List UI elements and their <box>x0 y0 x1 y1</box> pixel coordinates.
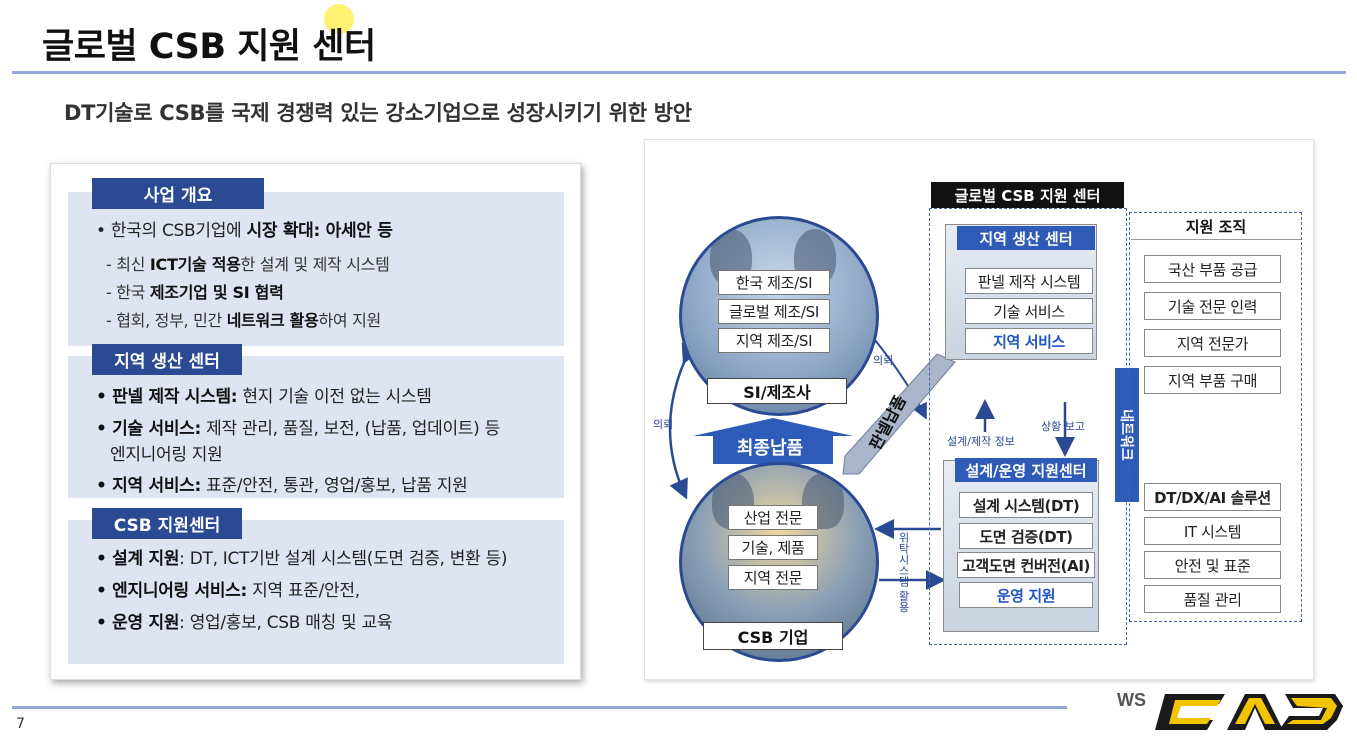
csb-tag-industry: 산업 전문 <box>728 505 818 530</box>
overview-sub-2: - 한국 제조기업 및 SI 협력 <box>106 283 284 302</box>
tech-service-item: 기술 서비스 <box>965 298 1093 324</box>
csb-item-2: • 엔지니어링 서비스: 지역 표준/안전, <box>96 581 360 601</box>
page-title: 글로벌 CSB 지원 센터 <box>42 27 376 67</box>
support-center-title: 글로벌 CSB 지원 센터 <box>931 182 1124 208</box>
overview-sub-3: - 협회, 정부, 민간 네트워크 활용하여 지원 <box>106 311 381 330</box>
drawing-conversion-item: 고객도면 컨버전(AI) <box>957 552 1095 578</box>
regional-section: • 판넬 제작 시스템: 현지 기술 이전 없는 시스템 • 기술 서비스: 제… <box>68 356 564 498</box>
wscad-logo: WS <box>1117 690 1343 730</box>
csb-item-1: • 설계 지원: DT, ICT기반 설계 시스템(도면 검증, 변환 등) <box>96 549 508 569</box>
regional-item-1: • 판넬 제작 시스템: 현지 기술 이전 없는 시스템 <box>96 387 432 407</box>
business-summary-panel: • 한국의 CSB기업에 시장 확대: 아세안 등 - 최신 ICT기술 적용한… <box>50 163 581 680</box>
support-item-quality: 품질 관리 <box>1144 585 1281 613</box>
support-org-heading: 지원 조직 <box>1131 214 1301 240</box>
panel-system-item: 판넬 제작 시스템 <box>965 268 1093 294</box>
commission-text: 위탁 <box>897 532 910 554</box>
regional-production-heading: 지역 생산 센터 <box>957 226 1095 250</box>
cursor-highlight <box>324 4 354 34</box>
logo-ws-text: WS <box>1117 690 1146 710</box>
si-manufacturer-label: SI/제조사 <box>707 378 847 404</box>
support-center-diagram: 의뢰 의뢰 설계/제작 정보 상황 보고 위탁 시스템 활용 한국 제조/SI … <box>644 139 1314 680</box>
system-use-text: 시스템 활용 <box>897 554 910 613</box>
regional-heading: 지역 생산 센터 <box>92 344 242 375</box>
title-divider <box>12 71 1346 74</box>
support-item-regional-experts: 지역 전문가 <box>1144 329 1281 357</box>
page-subtitle: DT기술로 CSB를 국제 경쟁력 있는 강소기업으로 성장시키기 위한 방안 <box>64 101 692 125</box>
diagram-arrows <box>668 339 1075 590</box>
support-item-parts-supply: 국산 부품 공급 <box>1144 255 1281 283</box>
csb-item-3: • 운영 지원: 영업/홍보, CSB 매칭 및 교육 <box>96 613 393 633</box>
design-ops-heading: 설계/운영 지원센터 <box>955 458 1097 482</box>
support-item-safety-standards: 안전 및 표준 <box>1144 551 1281 579</box>
csb-heading: CSB 지원센터 <box>92 508 242 539</box>
si-tag-korea: 한국 제조/SI <box>718 270 830 295</box>
status-report-text: 상황 보고 <box>1041 420 1085 433</box>
csb-company-label: CSB 기업 <box>703 622 843 650</box>
csb-section: • 설계 지원: DT, ICT기반 설계 시스템(도면 검증, 변환 등) •… <box>68 520 564 664</box>
regional-item-2: • 기술 서비스: 제작 관리, 품질, 보전, (납품, 업데이트) 등 <box>96 419 500 439</box>
regional-item-2-cont: 엔지니어링 지원 <box>110 445 223 465</box>
request-left-text: 의뢰 <box>653 418 674 431</box>
support-org-frame: 지원 조직 국산 부품 공급 기술 전문 인력 지역 전문가 지역 부품 구매 … <box>1129 212 1302 622</box>
support-item-tech-experts: 기술 전문 인력 <box>1144 292 1281 320</box>
support-item-it-system: IT 시스템 <box>1144 517 1281 545</box>
design-info-text: 설계/제작 정보 <box>947 435 1015 448</box>
support-item-parts-purchase: 지역 부품 구매 <box>1144 366 1281 394</box>
ops-support-item: 운영 지원 <box>959 582 1093 608</box>
final-delivery-arrow <box>693 418 853 464</box>
request-curve-left <box>668 342 701 500</box>
request-right-text: 의뢰 <box>873 354 894 367</box>
overview-bullet: • 한국의 CSB기업에 시장 확대: 아세안 등 <box>96 221 393 241</box>
support-item-dt-solution: DT/DX/AI 솔루션 <box>1144 483 1281 511</box>
si-tag-regional: 지역 제조/SI <box>718 328 830 353</box>
final-delivery-text: 최종납품 <box>736 438 804 459</box>
csb-tag-tech: 기술, 제품 <box>728 535 818 560</box>
overview-section: • 한국의 CSB기업에 시장 확대: 아세안 등 - 최신 ICT기술 적용한… <box>68 192 564 346</box>
si-manufacturer-circle: 한국 제조/SI 글로벌 제조/SI 지역 제조/SI <box>679 216 879 416</box>
overview-sub-1: - 최신 ICT기술 적용한 설계 및 제작 시스템 <box>106 255 390 274</box>
overview-heading: 사업 개요 <box>92 178 264 209</box>
csb-tag-regional: 지역 전문 <box>728 565 818 590</box>
network-bar: 네트워크 <box>1115 368 1139 502</box>
request-arrow-right <box>874 339 927 420</box>
drawing-verify-item: 도면 검증(DT) <box>959 523 1093 549</box>
si-tag-global: 글로벌 제조/SI <box>718 299 830 324</box>
footer-divider <box>12 706 1067 709</box>
panel-delivery-arrow <box>842 353 956 475</box>
design-system-item: 설계 시스템(DT) <box>959 492 1093 518</box>
regional-item-3: • 지역 서비스: 표준/안전, 통관, 영업/홍보, 납품 지원 <box>96 476 468 496</box>
regional-service-item: 지역 서비스 <box>965 328 1093 354</box>
page-number: 7 <box>16 716 25 732</box>
